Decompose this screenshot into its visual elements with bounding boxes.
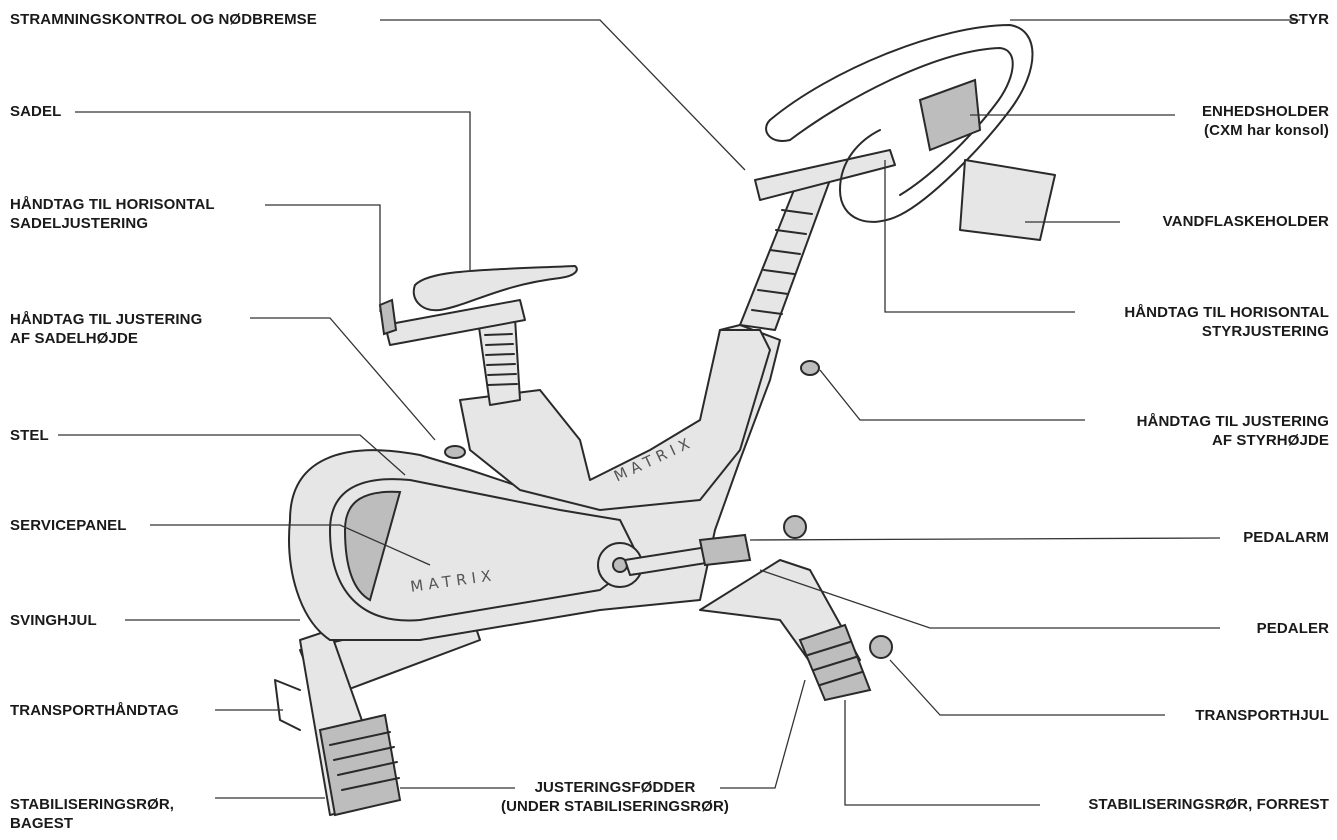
label-line: ENHEDSHOLDER [1201, 103, 1329, 120]
label-horizontal-handlebar-lever: HÅNDTAG TIL HORISONTAL STYRJUSTERING [1124, 303, 1329, 341]
label-pedalarm: PEDALARM [1243, 529, 1329, 546]
label-pedaler: PEDALER [1256, 620, 1329, 637]
label-line: AF SADELHØJDE [10, 330, 138, 347]
label-line: (UNDER STABILISERINGSRØR) [500, 798, 730, 815]
label-horizontal-saddle-lever: HÅNDTAG TIL HORISONTAL SADELJUSTERING [10, 195, 215, 233]
label-stel: STEL [10, 427, 49, 444]
label-transporthaandtag: TRANSPORTHÅNDTAG [10, 702, 179, 719]
label-stramningskontrol: STRAMNINGSKONTROL OG NØDBREMSE [10, 11, 317, 28]
front-stabilizer [699, 515, 893, 702]
handlebar-assembly [739, 24, 1056, 376]
crank-pedal [597, 533, 752, 588]
label-transporthjul: TRANSPORTHJUL [1195, 707, 1329, 724]
label-styr: STYR [1288, 11, 1329, 28]
label-line: AF STYRHØJDE [1211, 432, 1329, 449]
label-handlebar-height-lever: HÅNDTAG TIL JUSTERING AF STYRHØJDE [1137, 412, 1329, 450]
frame: MATRIX MATRIX [288, 324, 781, 641]
label-line: STABILISERINGSRØR, [10, 796, 175, 813]
label-line: SADELJUSTERING [10, 215, 149, 232]
leader-lines [58, 19, 1300, 806]
label-line: HÅNDTAG TIL HORISONTAL [10, 196, 215, 213]
label-svinghjul: SVINGHJUL [10, 612, 97, 629]
label-water-bottle-holder: VANDFLASKEHOLDER [1162, 213, 1329, 230]
label-front-stabilizer: STABILISERINGSRØR, FORREST [1088, 796, 1329, 813]
label-adjustment-feet: JUSTERINGSFØDDER (UNDER STABILISERINGSRØ… [490, 778, 740, 816]
label-saddle-height-lever: HÅNDTAG TIL JUSTERING AF SADELHØJDE [10, 310, 202, 348]
label-line: BAGEST [10, 815, 74, 832]
seat-assembly [378, 265, 578, 459]
label-line: (CXM har konsol) [1204, 122, 1329, 139]
label-servicepanel: SERVICEPANEL [10, 517, 127, 534]
label-line: HÅNDTAG TIL HORISONTAL [1124, 304, 1329, 321]
label-line: HÅNDTAG TIL JUSTERING [1136, 413, 1329, 430]
label-sadel: SADEL [10, 103, 62, 120]
label-line: STYRJUSTERING [1201, 323, 1329, 340]
label-line: HÅNDTAG TIL JUSTERING [10, 311, 203, 328]
label-line: JUSTERINGSFØDDER [534, 779, 696, 796]
label-rear-stabilizer: STABILISERINGSRØR, BAGEST [10, 795, 174, 833]
label-device-holder: ENHEDSHOLDER (CXM har konsol) [1202, 102, 1329, 140]
